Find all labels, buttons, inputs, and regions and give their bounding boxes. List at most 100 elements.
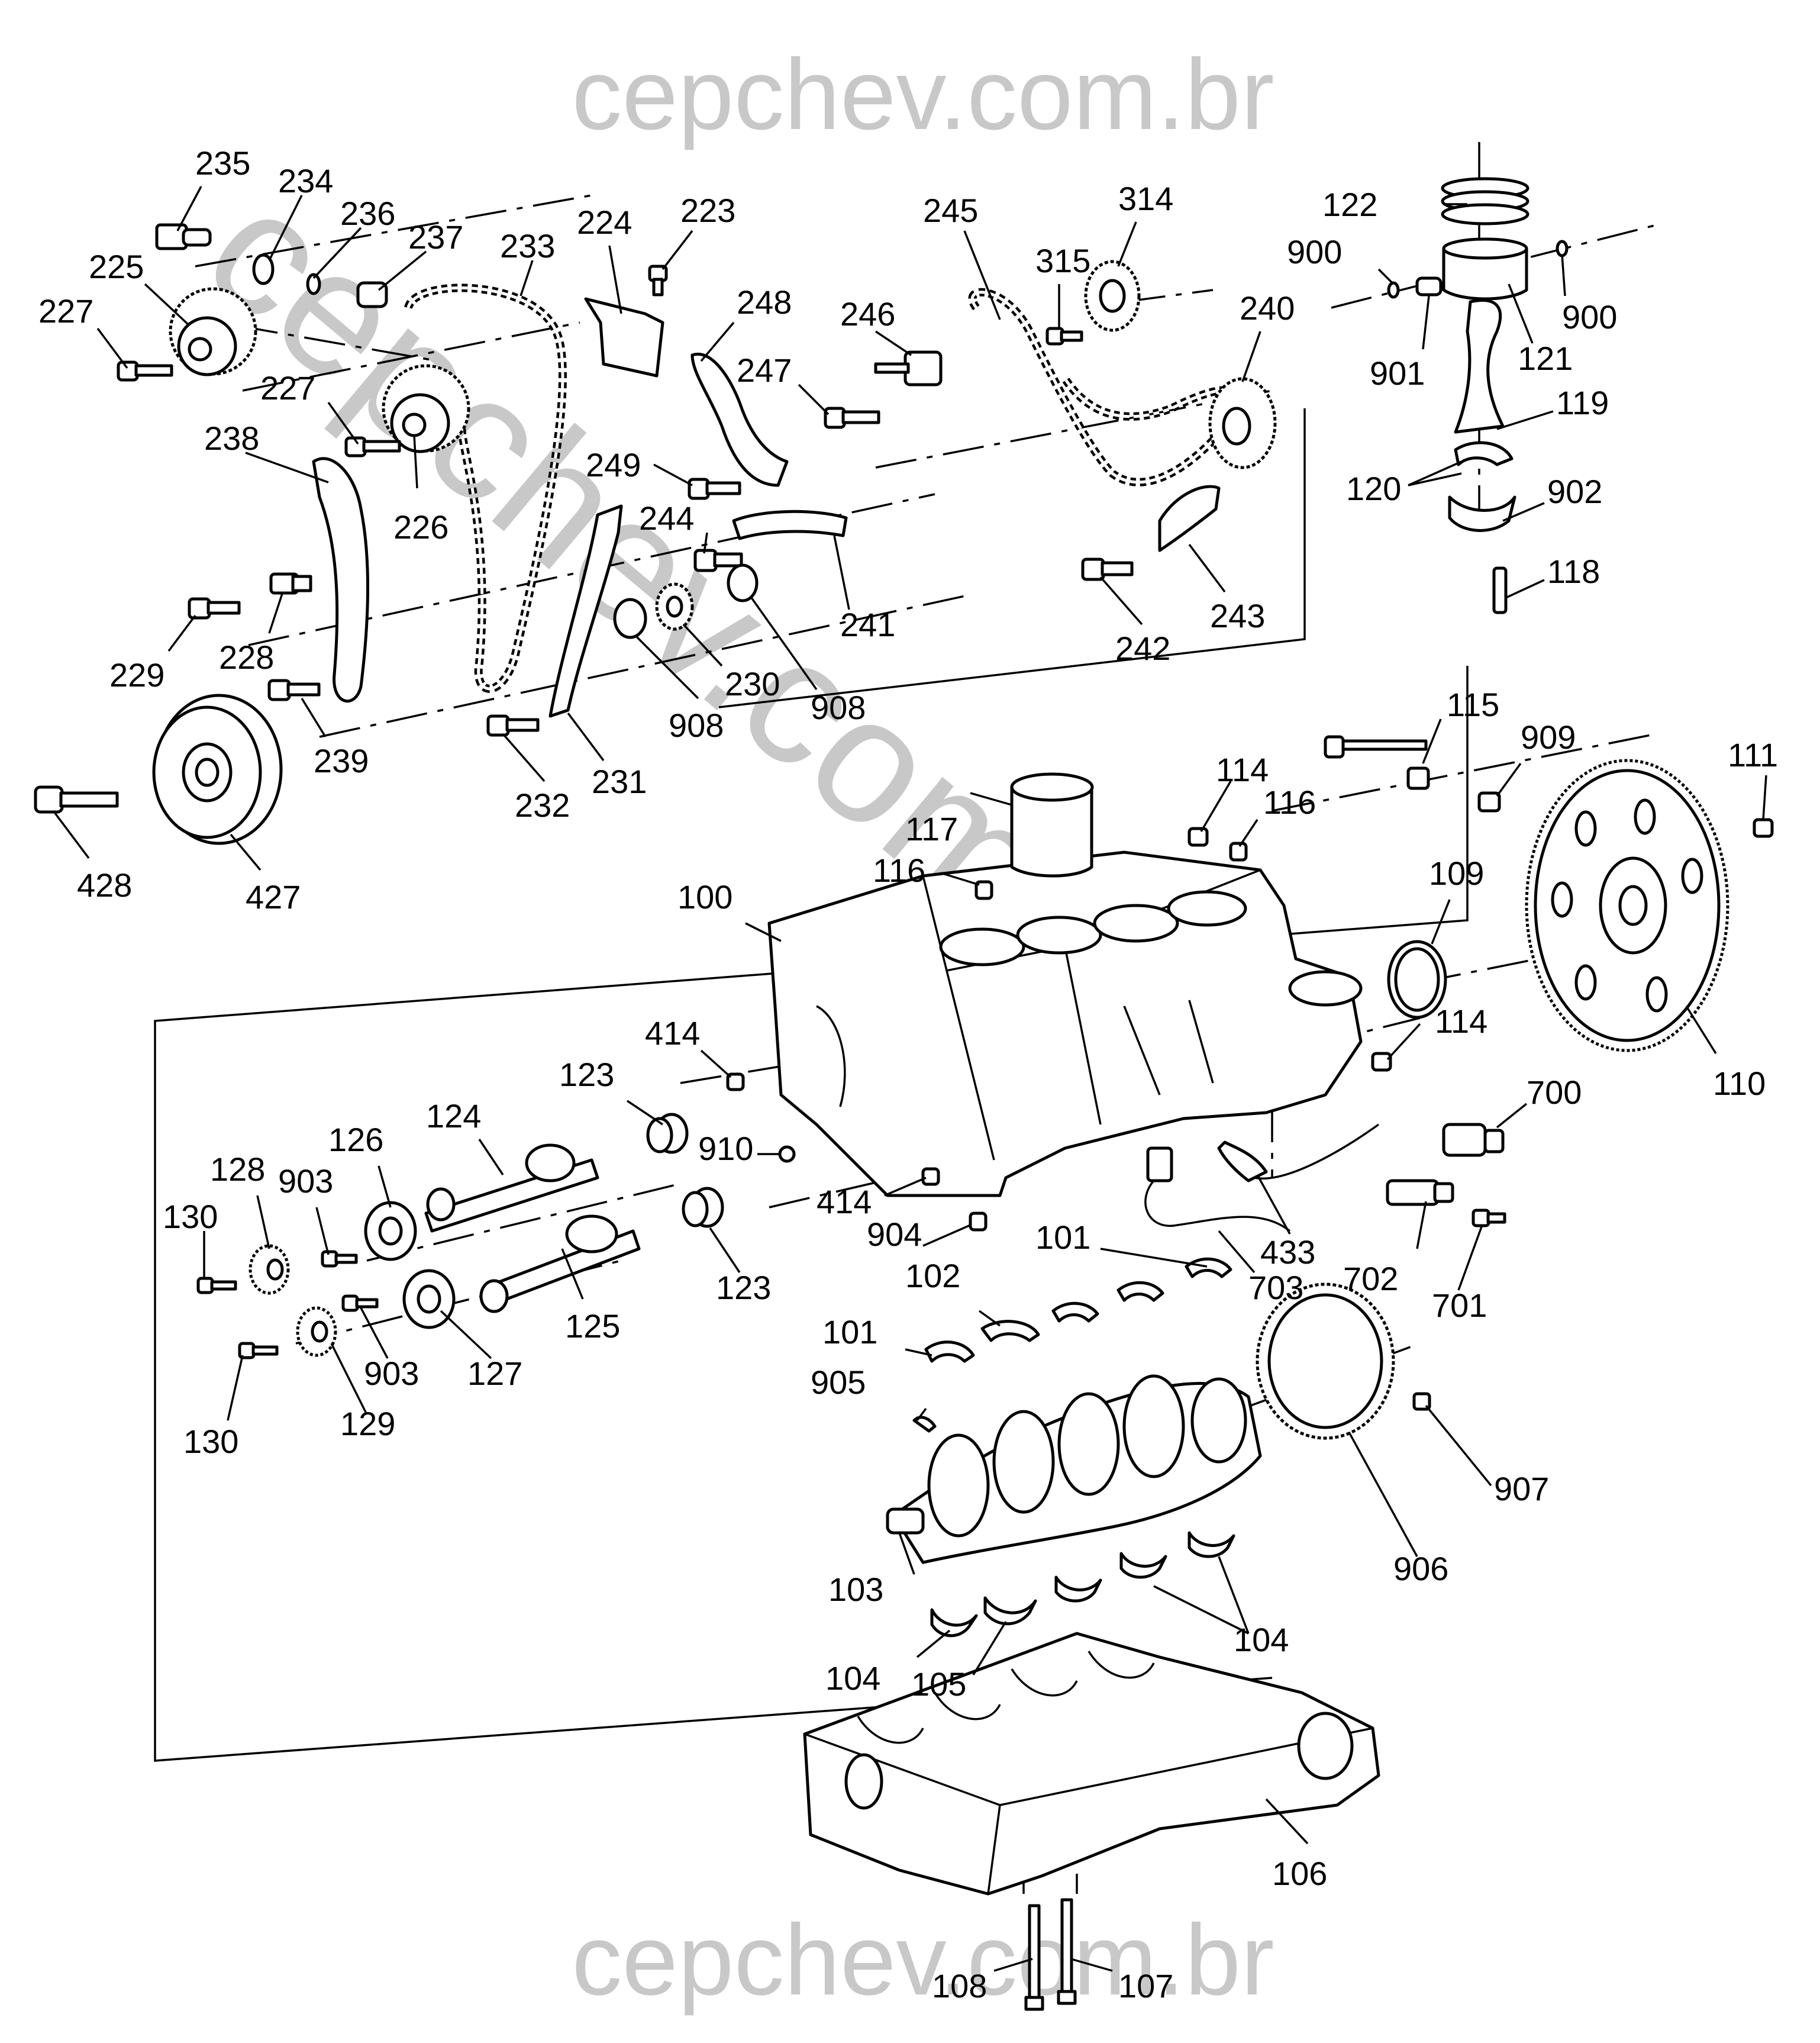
callout-232: 232 [515,787,570,824]
balance-shaft-gear-icon [249,1244,290,1295]
chain-guide-icon [1158,485,1221,552]
balance-shaft-sprocket-icon [1084,260,1141,332]
rod-bearing-upper-icon [1454,441,1514,466]
lower-crankcase-icon [803,1632,1380,1896]
callout-117: 117 [905,810,958,848]
callout-228: 228 [219,639,274,676]
callout-116-left: 116 [873,852,925,889]
callout-101-lower: 101 [822,1313,877,1351]
washer-icon [727,563,759,602]
callout-235: 235 [195,144,250,182]
callout-241: 241 [840,606,895,643]
callout-243: 243 [1210,597,1265,634]
callout-901: 901 [1370,355,1425,392]
ring-icon [306,273,321,295]
plug-icon [1406,766,1430,790]
callout-900-right: 900 [1562,298,1617,336]
callout-239: 239 [314,742,369,779]
bolt-icon [1081,558,1134,581]
callout-114-upper: 114 [1216,751,1269,788]
exhaust-cam-sprocket-icon [382,364,470,453]
callout-126: 126 [328,1121,383,1158]
callout-900-left: 900 [1287,233,1342,270]
callout-910: 910 [698,1130,753,1167]
balance-shaft-bearing-icon [646,1113,689,1154]
oil-gallery-plug-icon [1324,735,1428,759]
callout-903-upper: 903 [278,1162,333,1200]
dowel-icon [921,1167,940,1186]
stud-icon [269,572,312,595]
bolt-icon [34,785,119,814]
callout-102: 102 [905,1257,960,1294]
plug-icon [778,1145,796,1163]
callout-906: 906 [1393,1550,1448,1587]
knock-sensor-icon [1217,1123,1380,1182]
balance-shaft-upper-icon [424,1143,599,1233]
callout-227-exhaust: 227 [260,369,315,407]
bolt-icon [486,714,540,737]
callout-902: 902 [1547,473,1602,510]
callout-247: 247 [737,352,792,389]
callout-223: 223 [680,192,735,229]
rear-main-seal-icon [1387,940,1447,1019]
callout-414-lower: 414 [817,1183,872,1220]
callout-122: 122 [1322,186,1377,223]
callout-121: 121 [1518,340,1573,377]
callout-238: 238 [204,420,259,457]
callout-433: 433 [1260,1233,1315,1271]
callout-248: 248 [737,283,792,321]
bolt-icon [648,265,668,297]
callout-245: 245 [923,192,978,229]
retaining-clip-icon [1387,281,1400,299]
callout-120: 120 [1346,470,1401,507]
callout-229: 229 [109,656,164,694]
bolt-icon [238,1342,279,1359]
bolt-icon [196,1277,237,1294]
plug-icon [1477,791,1501,813]
callout-110: 110 [1713,1065,1766,1102]
dowel-icon [974,880,993,900]
chain-tensioner-icon [874,350,943,386]
callout-105: 105 [911,1665,966,1703]
chain-guide-icon [312,457,370,703]
callout-236: 236 [340,195,395,232]
callout-224: 224 [577,204,632,241]
bolt-icon [344,436,401,457]
crankshaft-icon [886,1374,1262,1564]
bolt-icon [1045,327,1083,346]
bolt-icon [155,223,212,250]
piston-pin-icon [1415,276,1443,297]
callout-227: 227 [38,292,93,330]
callout-124: 124 [426,1097,481,1135]
timing-chain-left [404,283,567,693]
balance-shaft-gear-icon [296,1306,337,1357]
dowel-icon [726,1072,745,1091]
bolt-icon [117,360,173,382]
bolt-icon [1024,1904,1044,2011]
callout-233: 233 [500,227,555,265]
idler-sprocket-icon [655,582,694,631]
callout-909: 909 [1521,718,1576,756]
callout-226: 226 [393,508,448,546]
crank-sprocket-icon [1208,377,1277,469]
washer-icon [613,598,647,639]
chain-tensioner-guide-icon [548,504,623,718]
engine-block-icon [767,850,1363,1197]
callout-907: 907 [1494,1470,1549,1507]
lower-main-bearings-icon [930,1531,1235,1638]
intake-cam-sprocket-icon [169,287,257,376]
callout-908-lower: 908 [669,707,724,744]
dowel-icon [1187,827,1209,847]
bolt-icon [693,549,743,572]
callout-244: 244 [639,500,694,537]
bolt-icon [1412,1392,1431,1411]
callout-116-right: 116 [1263,784,1316,821]
thrust-washer-icon [912,1416,937,1433]
upper-chain-guide-icon [732,510,848,540]
callout-100: 100 [677,878,732,916]
callout-104-right: 104 [1234,1621,1289,1658]
callout-703: 703 [1248,1269,1303,1306]
balance-shaft-lower-icon [479,1214,641,1313]
bolt-icon [188,597,241,620]
callout-230: 230 [725,665,780,703]
